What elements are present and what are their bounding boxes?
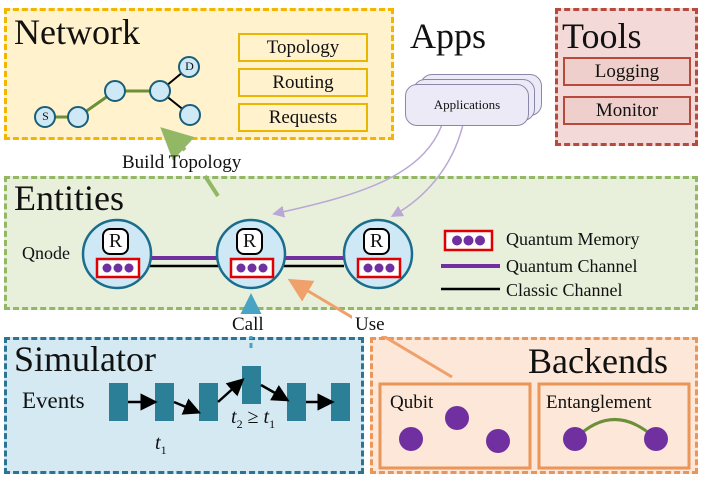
entities-title: Entities <box>14 178 124 218</box>
event-block <box>287 383 306 421</box>
quantum-memory <box>95 257 141 279</box>
event-block <box>109 383 128 421</box>
legend-quantum-channel-label: Quantum Channel <box>506 256 638 276</box>
entanglement-label: Entanglement <box>546 392 652 413</box>
qnode-label: Qnode <box>22 243 70 263</box>
event-block <box>155 383 174 421</box>
router-3-glyph: R <box>369 230 384 252</box>
entanglement-link <box>573 418 658 441</box>
event-timeline <box>109 366 350 421</box>
router-2-glyph: R <box>242 230 257 252</box>
legend-quantum-memory-icon <box>443 229 494 252</box>
topology-box: Topology <box>238 33 368 62</box>
use-label: Use <box>352 314 388 336</box>
node-d <box>178 56 200 78</box>
entity-links <box>150 256 344 268</box>
t1-label: t1 <box>155 432 167 457</box>
apps-arrow-right <box>390 114 466 218</box>
routing-box: Routing <box>238 68 368 97</box>
backends-title: Backends <box>528 341 668 381</box>
node <box>104 80 126 102</box>
network-title: Network <box>14 12 140 52</box>
apps-arrow-middle <box>272 114 446 218</box>
node-s-label: S <box>42 109 49 123</box>
requests-box: Requests <box>238 103 368 132</box>
monitor-box: Monitor <box>563 96 691 125</box>
tools-title: Tools <box>562 16 642 56</box>
apps-title: Apps <box>410 16 487 56</box>
router-1-glyph: R <box>108 230 123 252</box>
legend-classic-channel-label: Classic Channel <box>506 280 623 300</box>
qubit-dot <box>445 406 469 430</box>
build-topology-label: Build Topology <box>122 152 242 173</box>
node <box>149 80 171 102</box>
build-topology-arrow <box>160 127 195 161</box>
event-block <box>199 383 218 421</box>
qubit-dot <box>486 429 510 453</box>
event-block <box>242 366 261 404</box>
qubit-dot <box>399 427 423 451</box>
events-label: Events <box>22 388 85 413</box>
entangled-qubit <box>563 427 587 451</box>
qubit-label: Qubit <box>390 392 434 413</box>
quantum-memory <box>356 257 402 279</box>
node <box>179 104 201 126</box>
entangled-qubit <box>644 427 668 451</box>
node-s <box>34 106 56 128</box>
t2-condition-label: t2 ≥ t1 <box>231 406 276 431</box>
application-card-front: Applications <box>405 84 529 126</box>
node-d-label: D <box>185 59 194 73</box>
simulator-title: Simulator <box>14 339 156 379</box>
legend-quantum-memory-label: Quantum Memory <box>506 229 640 249</box>
network-graph <box>34 56 201 128</box>
applications-label: Applications <box>433 97 501 112</box>
event-block <box>331 383 350 421</box>
entanglement-box <box>537 382 691 470</box>
node <box>67 106 89 128</box>
build-topology-stem <box>203 174 220 198</box>
logging-box: Logging <box>563 57 691 86</box>
call-label: Call <box>229 314 267 336</box>
qubit-box <box>378 382 532 470</box>
quantum-memory <box>229 257 275 279</box>
